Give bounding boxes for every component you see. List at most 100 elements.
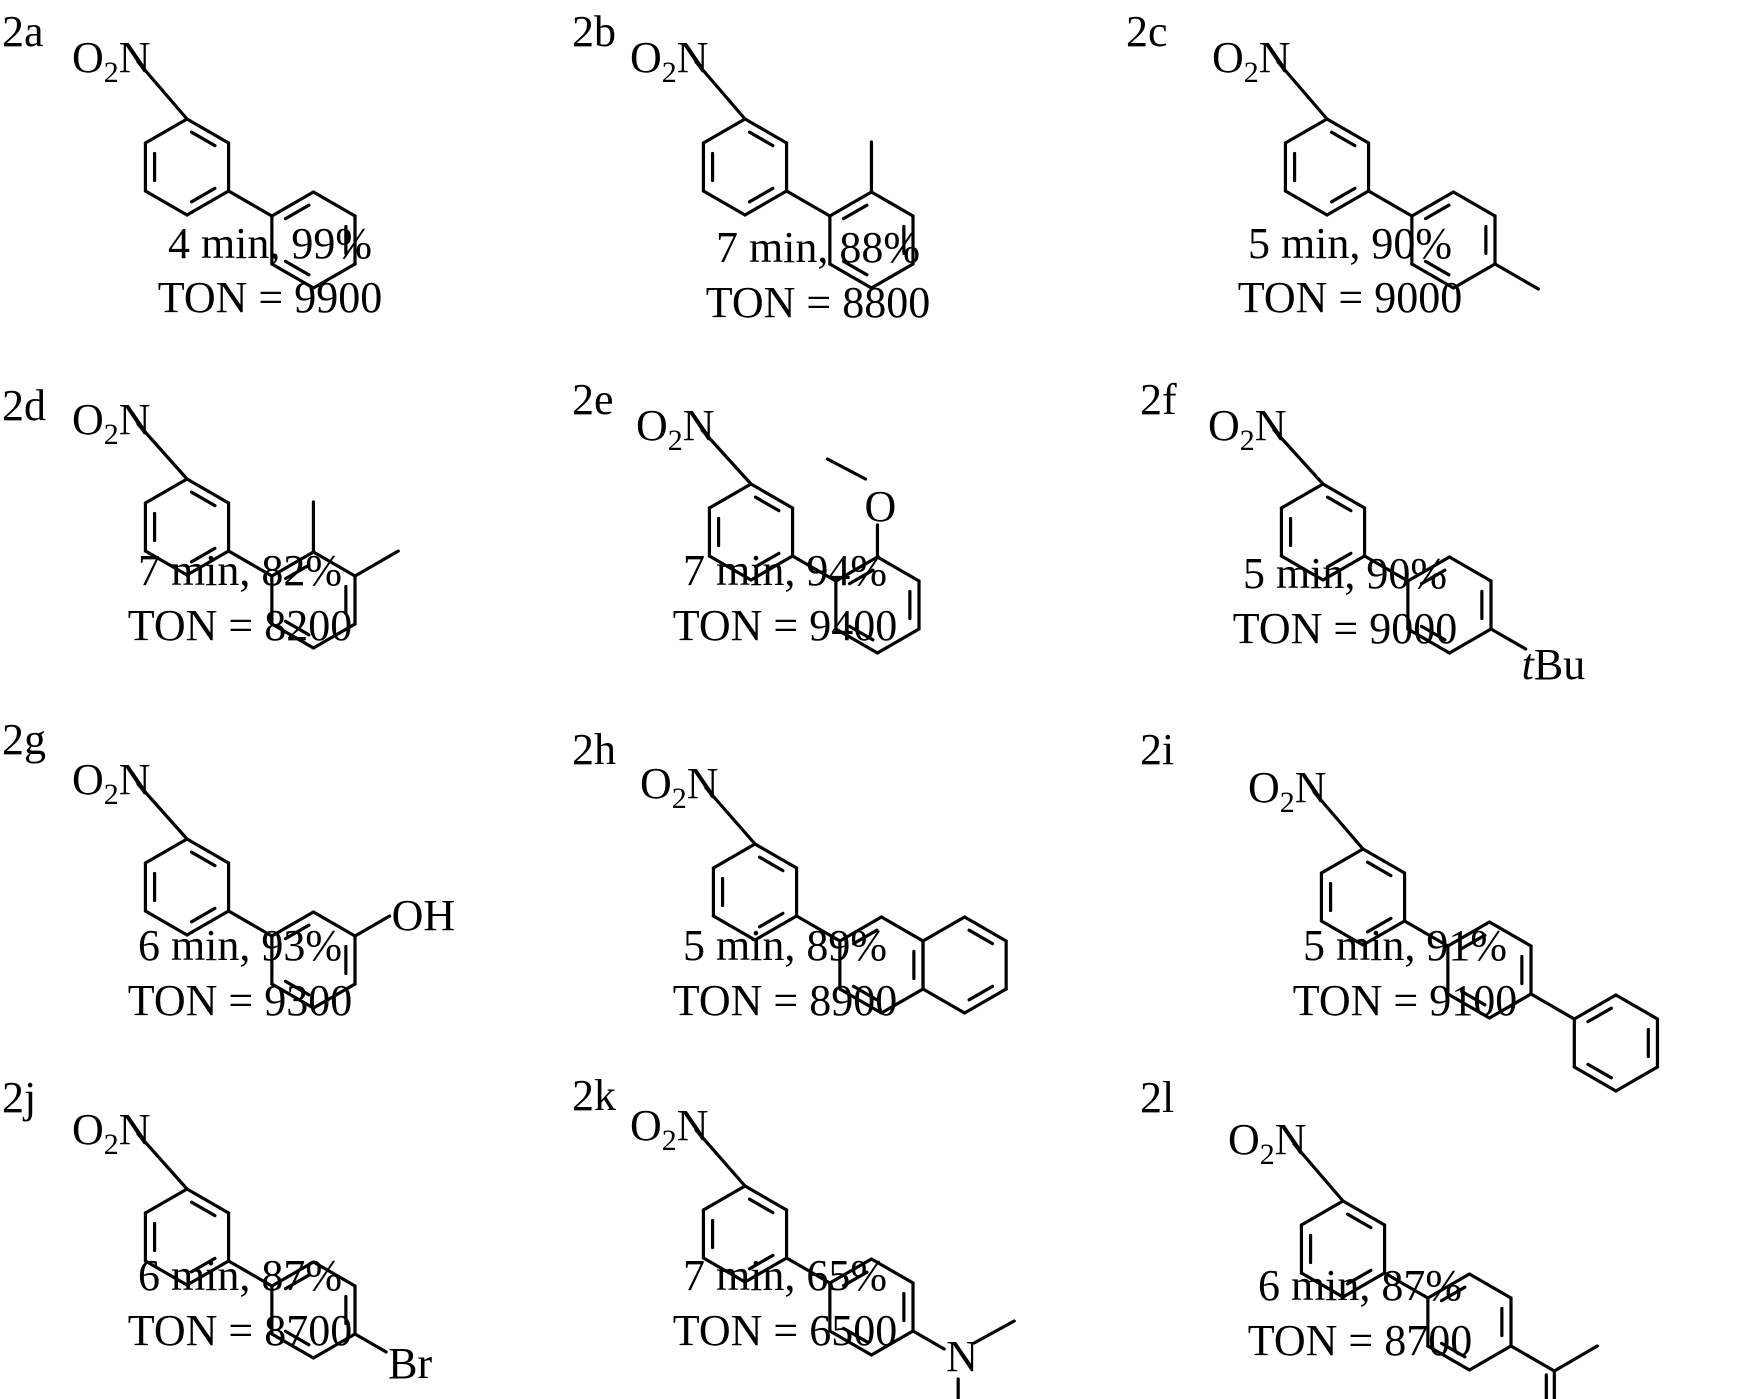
ring-bond <box>143 189 189 217</box>
ring-double-bond <box>1365 916 1393 934</box>
ring-bond <box>1426 1272 1472 1300</box>
aryl-ring <box>270 190 357 290</box>
ring-bond <box>1406 555 1452 583</box>
ring-bond <box>1319 847 1365 875</box>
ring-double-bond <box>189 1200 217 1218</box>
acetyl-methyl-bond <box>1552 1344 1599 1373</box>
ring-bond <box>270 982 316 1010</box>
ton-caption: TON = 8800 <box>706 278 930 327</box>
ring-bond <box>1325 117 1371 145</box>
biaryl-bond <box>226 189 274 218</box>
ring-bond <box>1447 555 1493 583</box>
ring-double-bond <box>847 624 875 642</box>
ring-double-bond <box>757 911 785 929</box>
nitro-group-label: O2N <box>72 395 151 451</box>
ring-bond <box>1283 117 1329 145</box>
ring-double-bond <box>283 923 311 941</box>
time-yield-caption: 4 min, 99% <box>168 219 372 268</box>
ring-double-bond <box>841 1326 869 1344</box>
biaryl-bond <box>790 554 838 583</box>
compound-id-label: 2c <box>1126 7 1168 56</box>
aryl-ring <box>838 915 925 1015</box>
ring-bond <box>834 627 880 655</box>
ring-double-bond <box>1329 186 1357 204</box>
ring-double-bond <box>847 568 875 586</box>
ring-bond <box>701 117 747 145</box>
ring-double-bond <box>1325 551 1353 569</box>
ton-caption: TON = 9900 <box>158 273 382 322</box>
ring-bond <box>1614 993 1660 1021</box>
compound-id-label: 2b <box>572 7 616 56</box>
ring-bond <box>879 987 925 1015</box>
ring-double-bond <box>1423 203 1451 221</box>
nitro-group-label: O2N <box>630 33 709 89</box>
nitroarene-ring <box>1283 117 1371 217</box>
nitroarene-ring <box>143 117 231 217</box>
aryl-ring <box>1446 920 1533 1020</box>
ring-bond <box>753 842 799 870</box>
ring-bond <box>701 1256 747 1284</box>
time-yield-caption: 7 min, 94% <box>683 546 887 595</box>
nitro-bond <box>136 1132 189 1191</box>
nitro-bond <box>1292 1142 1345 1203</box>
ring-double-bond <box>1365 860 1393 878</box>
ring-bond <box>311 910 357 938</box>
ring-bond <box>707 482 753 510</box>
ring-double-bond <box>1325 495 1353 513</box>
ring-bond <box>1572 993 1618 1021</box>
ring-bond <box>270 622 316 650</box>
ring-bond <box>1319 919 1365 947</box>
ring-bond <box>1361 847 1407 875</box>
ring-double-bond <box>189 850 217 868</box>
time-yield-caption: 5 min, 90% <box>1248 219 1452 268</box>
ring-double-bond <box>753 495 781 513</box>
biaryl-bond <box>794 914 842 943</box>
ring-bond <box>921 915 967 943</box>
nitro-group-label: O2N <box>72 33 151 89</box>
ring-double-bond <box>747 1197 775 1215</box>
ring-double-bond <box>747 186 775 204</box>
ring-bond <box>1279 554 1325 582</box>
fused-ring <box>921 915 1008 1015</box>
methoxy-methyl-bond <box>825 457 868 481</box>
biaryl-bond <box>1382 1271 1430 1300</box>
ton-caption: TON = 8900 <box>673 976 897 1025</box>
ring-bond <box>185 117 231 145</box>
ring-bond <box>1299 1271 1345 1299</box>
ring-bond <box>311 1332 357 1360</box>
biaryl-bond <box>784 1256 832 1285</box>
nitro-bond <box>1272 428 1325 486</box>
compound-id-label: 2k <box>572 1071 616 1120</box>
ring-bond <box>838 987 884 1015</box>
ring-double-bond <box>283 563 311 581</box>
aryl-ring <box>270 1260 357 1360</box>
ring-bond <box>185 1187 231 1215</box>
ring-double-bond <box>841 1270 869 1288</box>
ring-double-bond <box>851 928 879 946</box>
ring-bond <box>921 987 967 1015</box>
compound-id-label: 2l <box>1140 1073 1174 1122</box>
ring-bond <box>311 982 357 1010</box>
ring-bond <box>311 622 357 650</box>
compound-id-label: 2a <box>2 7 44 56</box>
ring-bond <box>743 1184 789 1212</box>
ring-bond <box>1321 554 1367 582</box>
ring-bond <box>270 910 316 938</box>
time-yield-caption: 6 min, 87% <box>1258 1261 1462 1310</box>
ring-bond <box>1410 262 1456 290</box>
ring-double-bond <box>283 259 311 277</box>
ring-double-bond <box>841 203 869 221</box>
nitro-group-label: O2N <box>1208 401 1287 457</box>
nitro-bond <box>694 1128 747 1188</box>
ring-double-bond <box>283 1273 311 1291</box>
ring-double-bond <box>851 984 879 1002</box>
time-yield-caption: 7 min, 82% <box>138 546 342 595</box>
ring-bond <box>1279 482 1325 510</box>
hydroxy-label: OH <box>392 891 456 940</box>
ring-bond <box>270 262 316 290</box>
methoxy-oxygen-label: O <box>864 482 896 531</box>
ring-bond <box>753 914 799 942</box>
